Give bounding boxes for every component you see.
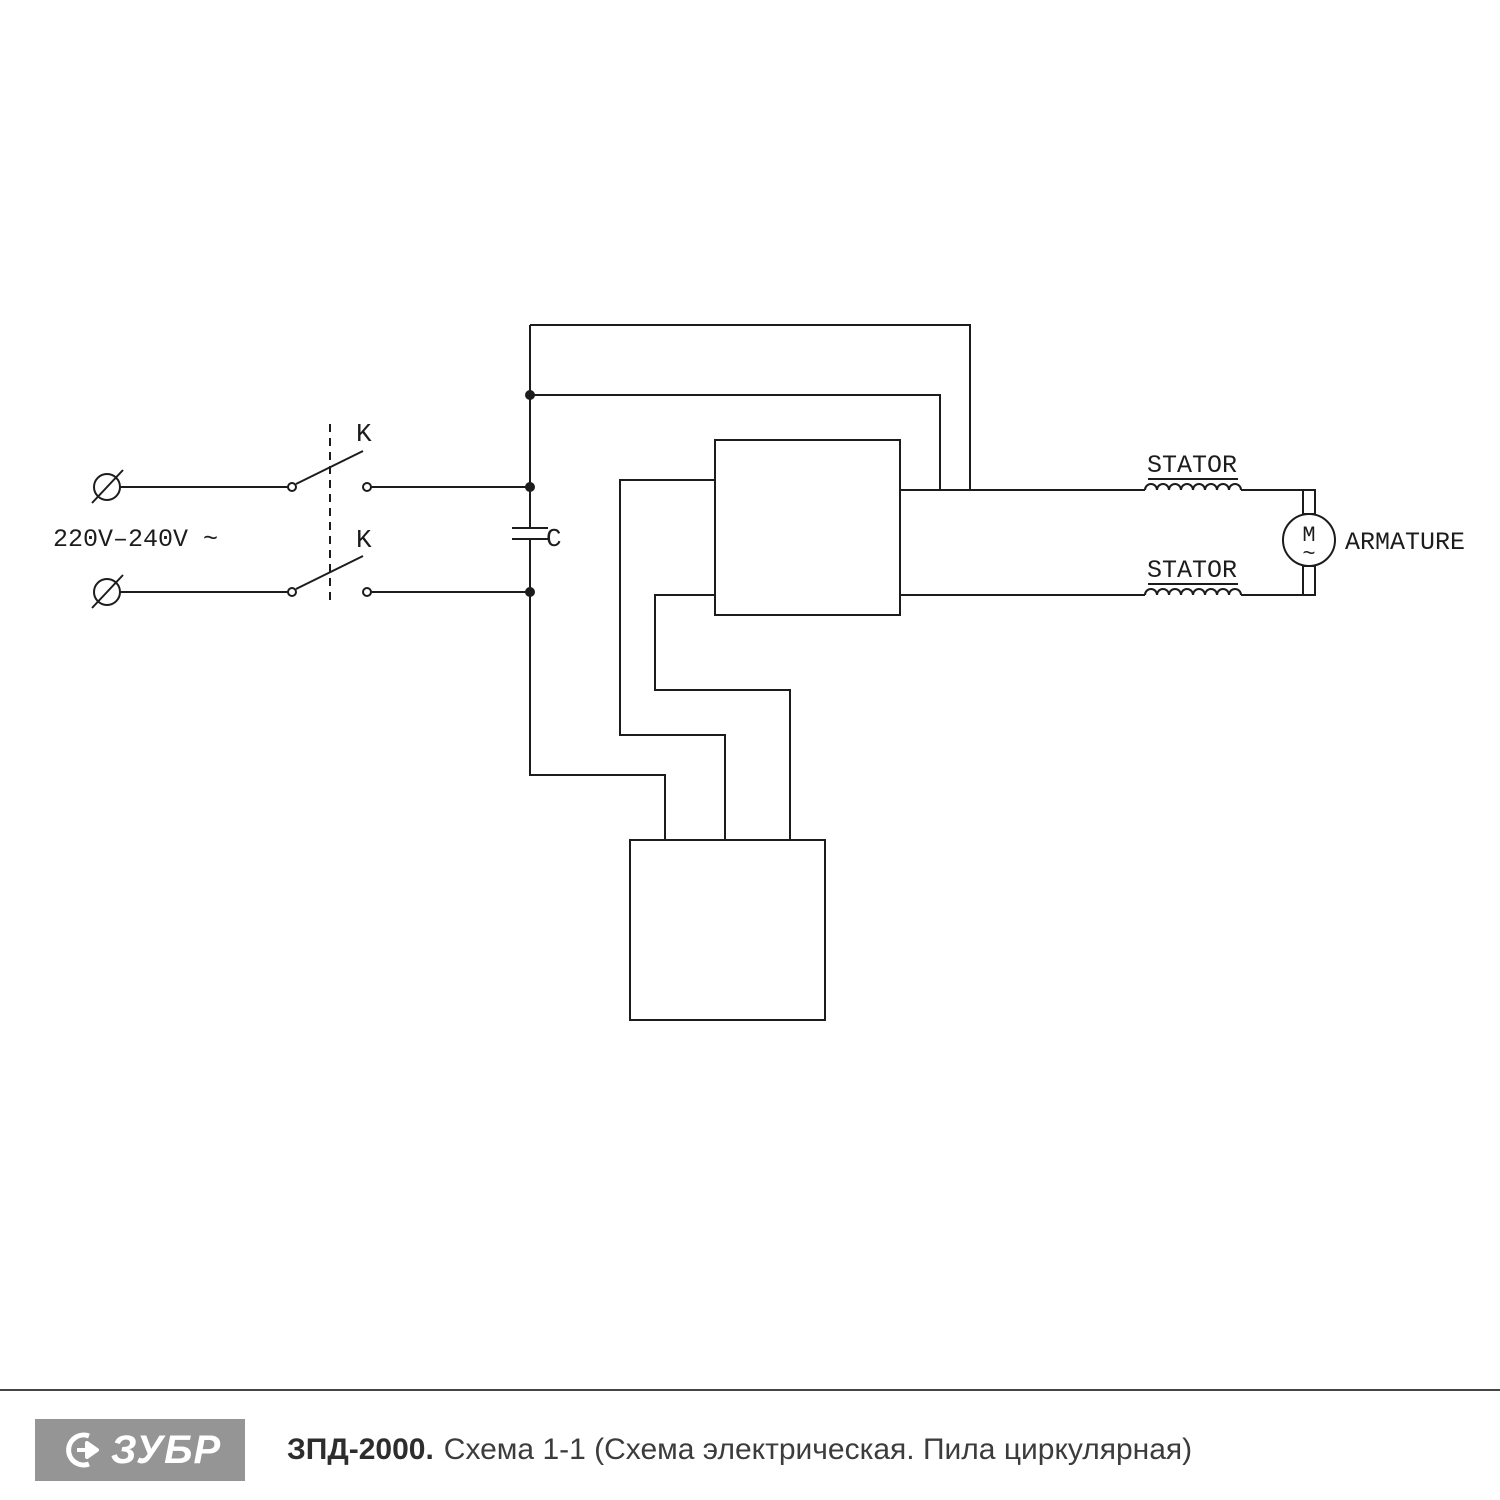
- switch-contact-bottom-left: [287, 587, 297, 597]
- motor-letter: M: [1302, 523, 1315, 548]
- switch-contact-bottom-right: [362, 587, 372, 597]
- stator-coil-bottom: [1144, 583, 1242, 596]
- module-box: [629, 839, 826, 1021]
- switch-label-bottom: K: [356, 525, 372, 555]
- wiring: [120, 324, 1309, 840]
- wire-top-rail: [530, 324, 971, 490]
- wire-controller-to-module-2: [654, 594, 791, 840]
- wire-second-rail: [530, 394, 941, 490]
- stator-coil-bottom-winding: [1144, 588, 1242, 596]
- stator-coil-top-winding: [1144, 483, 1242, 491]
- stator-coil-top: [1144, 478, 1242, 491]
- footer-divider: [0, 1389, 1500, 1391]
- caption-text: Схема 1-1 (Схема электрическая. Пила цир…: [443, 1433, 1193, 1466]
- motor-brush-top: [1302, 489, 1316, 515]
- capacitor-label: C: [546, 524, 562, 554]
- zubr-brand-text: ЗУБР: [110, 1427, 222, 1472]
- motor-brush-bottom: [1302, 565, 1316, 596]
- junction-dot: [525, 482, 535, 492]
- circuit-diagram: M ~ 220V–240V ~ K K C STATOR STATOR ARMA…: [53, 324, 1465, 1021]
- zubr-brand-icon: [66, 1432, 99, 1468]
- bus-vertical-lower: [529, 539, 666, 840]
- stator-label-top: STATOR: [1147, 451, 1237, 480]
- diagram-caption: ЗПД-2000. Схема 1-1 (Схема электрическая…: [287, 1433, 1192, 1467]
- motor-wave-symbol: ~: [1302, 542, 1315, 567]
- switch-blade-bottom: [295, 555, 364, 590]
- junction-dot: [525, 587, 535, 597]
- armature-label: ARMATURE: [1345, 528, 1465, 557]
- zubr-logo: ЗУБР: [35, 1419, 245, 1481]
- power-terminals: [91, 469, 124, 609]
- junction-dots: [525, 390, 535, 597]
- motor-circle: [1282, 513, 1336, 567]
- switch-contacts: [287, 482, 372, 597]
- plug-terminal-bottom-slash: [91, 574, 124, 609]
- junction-dot: [525, 390, 535, 400]
- switch-contact-top-left: [287, 482, 297, 492]
- plug-terminal-top-slash: [91, 469, 124, 504]
- switch-label-top: K: [356, 419, 372, 449]
- power-voltage-label: 220V–240V ~: [53, 525, 218, 554]
- footer: ЗУБР ЗПД-2000. Схема 1-1 (Схема электрич…: [0, 1412, 1500, 1488]
- switch-contact-top-right: [362, 482, 372, 492]
- model-number: ЗПД-2000.: [287, 1433, 434, 1466]
- controller-box: [714, 439, 901, 616]
- wire-controller-to-module-1: [619, 479, 726, 840]
- motor: [1282, 489, 1336, 596]
- stator-label-bottom: STATOR: [1147, 556, 1237, 585]
